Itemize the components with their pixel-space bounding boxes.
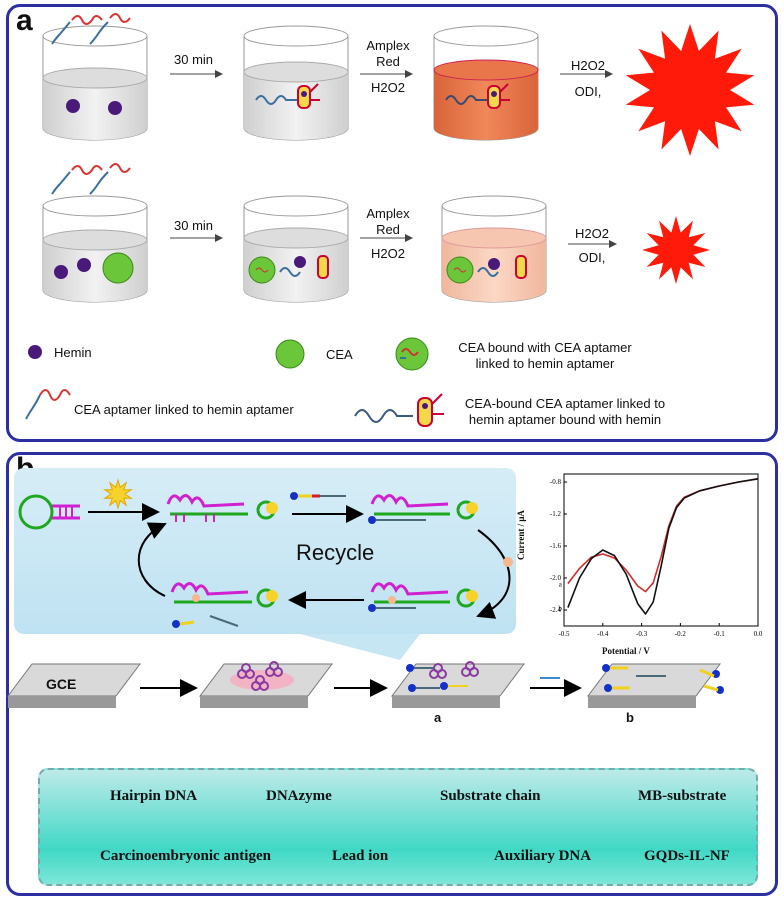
x-tick-label: 0.0 <box>754 630 763 638</box>
electrode-modified <box>199 661 333 708</box>
row2-step2-line2: Red <box>376 222 400 237</box>
substrate-chain-top <box>290 492 346 500</box>
legend-mb-substrate-label: MB-substrate <box>638 788 727 804</box>
lead-ion-icon <box>503 557 513 567</box>
legend-aptamer-icon <box>25 389 71 420</box>
legend-cea-label-b: Carcinoembryonic antigen <box>100 848 271 864</box>
electrode-a <box>391 661 525 708</box>
legend-complex-icon <box>354 393 444 427</box>
beaker-2 <box>243 25 349 141</box>
x-tick-label: -0.2 <box>675 630 687 638</box>
legend-cea-bound-line1: CEA bound with CEA aptamer <box>458 340 632 355</box>
legend-gqds-label: GQDs-IL-NF <box>644 848 730 864</box>
y-tick-label: -2.0 <box>550 574 562 582</box>
hemin-dot <box>108 101 122 115</box>
legend-aptamer-label: CEA aptamer linked to hemin aptamer <box>74 402 294 417</box>
panel-a-label: a <box>16 4 33 37</box>
electrode-b <box>587 663 724 708</box>
legend-lead-label: Lead ion <box>332 848 389 864</box>
row1-step2-line1: Amplex <box>366 38 410 53</box>
y-tick-label: -0.8 <box>550 478 562 486</box>
series-line-b <box>567 478 759 615</box>
x-tick-label: -0.1 <box>714 630 726 638</box>
dnazyme-complex-3 <box>368 582 478 612</box>
hemin-dot <box>66 99 80 113</box>
y-tick-label: -1.6 <box>550 542 562 550</box>
legend-auxiliary-label: Auxiliary DNA <box>494 848 592 864</box>
series-label-a: a <box>559 581 563 589</box>
chart-ylabel: Current / μA <box>516 510 526 560</box>
y-tick-label: -1.2 <box>550 510 562 518</box>
row2-step1-label: 30 min <box>174 218 214 233</box>
legend-complex-line1: CEA-bound CEA aptamer linked to <box>464 396 666 411</box>
beaker-6 <box>441 195 547 303</box>
legend-cea-bound-icon <box>395 337 429 371</box>
legend-hairpin-label: Hairpin DNA <box>110 788 198 804</box>
legend-substrate-label: Substrate chain <box>440 788 541 804</box>
row1-step2-line2: Red <box>376 54 400 69</box>
legend-cea-label: CEA <box>326 347 353 362</box>
electrode-b-label: b <box>626 710 634 725</box>
x-tick-label: -0.4 <box>597 630 609 638</box>
legend-complex-line2: hemin aptamer bound with hemin <box>468 412 662 427</box>
row2-step2-line1: Amplex <box>366 206 410 221</box>
recycle-label: Recycle <box>296 540 375 565</box>
dnazyme-complex-2 <box>368 494 478 524</box>
y-tick-label: -2.4 <box>550 606 562 614</box>
legend-hemin-label: Hemin <box>54 345 92 360</box>
row1-step3-line2: ODI, <box>574 84 602 99</box>
row2-step3-line1: H2O2 <box>575 226 609 241</box>
legend-dnazyme-label: DNAzyme <box>266 788 332 804</box>
legend-cea-bound-line2: linked to hemin aptamer <box>475 356 615 371</box>
beaker-5 <box>243 195 349 303</box>
cv-chart: -0.5 -0.4 -0.3 -0.2 -0.1 0.0 -0.8 -1.2 -1.6 -2.0 -… <box>550 473 763 638</box>
series-label-b: b <box>558 605 562 613</box>
electrode-a-label: a <box>434 710 442 725</box>
row2-step2-line3: H2O2 <box>371 246 405 261</box>
dnazyme-complex-4 <box>170 582 278 628</box>
chart-xlabel: Potential / V <box>602 646 650 656</box>
beaker-1 <box>42 13 148 141</box>
beaker-4 <box>42 163 148 303</box>
legend-hemin-icon <box>28 345 42 359</box>
signal-star-small <box>642 216 710 284</box>
series-line-a <box>567 478 759 593</box>
row2-step3-line2: ODI, <box>578 250 606 265</box>
signal-star-large <box>625 24 755 156</box>
gce-label: GCE <box>46 676 77 692</box>
legend-cea-icon <box>275 339 305 369</box>
row1-step3-line1: H2O2 <box>571 58 605 73</box>
x-tick-label: -0.5 <box>558 630 570 638</box>
panel-b-legend <box>38 768 758 886</box>
x-tick-label: -0.3 <box>636 630 648 638</box>
electrode-gce <box>7 663 141 708</box>
beaker-3 <box>433 25 539 141</box>
chart-frame <box>563 473 759 627</box>
panel-a-diagram <box>25 13 755 427</box>
row1-step1-label: 30 min <box>174 52 214 67</box>
hairpin-dna-icon <box>18 494 80 530</box>
row1-step2-line3: H2O2 <box>371 80 405 95</box>
cea-star-icon <box>103 478 133 510</box>
dnazyme-complex-1 <box>166 494 278 522</box>
